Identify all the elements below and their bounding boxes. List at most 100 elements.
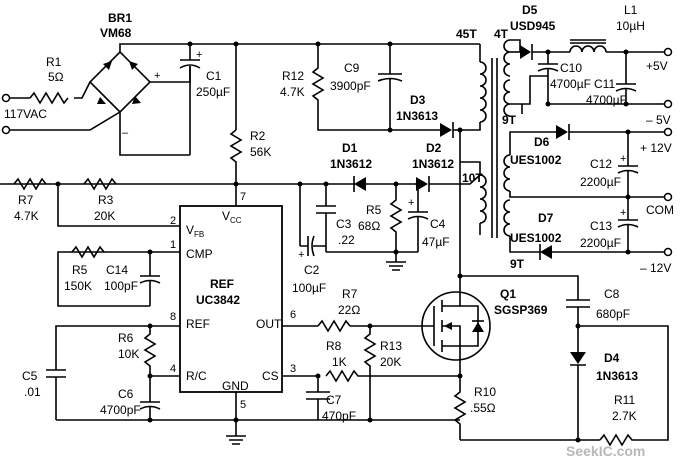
c11-value: 4700µF [586, 93, 627, 107]
ic-rc-label: R/C [186, 369, 207, 383]
r10-value: .55Ω [470, 401, 496, 415]
r3-resistor [83, 177, 117, 191]
ic1-ref: REF [210, 277, 234, 291]
c4-ref: C4 [430, 217, 446, 231]
q1-part: SGSP369 [494, 303, 548, 317]
c5-value: .01 [24, 385, 41, 399]
r1-ref: R1 [46, 55, 62, 69]
q1-mosfet [421, 276, 491, 376]
c12-value: 2200µF [580, 175, 621, 189]
c6-capacitor [139, 376, 161, 420]
minus12v-terminal [663, 247, 673, 257]
plus12v-terminal [663, 127, 673, 137]
minus5v-label: – 5V [646, 113, 671, 127]
c14-capacitor [139, 252, 161, 306]
com-terminal [663, 192, 673, 202]
ic-pin2: 2 [170, 215, 176, 227]
r5b-value: 68Ω [358, 219, 380, 233]
minus5v-terminal [663, 99, 673, 109]
ic-pin1: 1 [170, 239, 176, 251]
ic-vfb-label: VFB [186, 223, 204, 239]
c12-ref: C12 [590, 157, 612, 171]
r13-resistor [363, 326, 377, 420]
transformer [459, 39, 511, 262]
c12-capacitor [617, 132, 639, 197]
minus12v-label: – 12V [640, 261, 671, 275]
l1-value: 10µH [616, 19, 645, 33]
c8-ref: C8 [604, 287, 620, 301]
svg-text:–: – [122, 127, 129, 139]
r2-resistor [229, 129, 243, 184]
winding-45t: 45T [456, 27, 477, 41]
svg-text:+: + [196, 49, 202, 61]
plus5v-label: +5V [646, 59, 668, 73]
c10-value: 4700µF [550, 77, 591, 91]
svg-text:+: + [154, 70, 160, 82]
d3-part: 1N3613 [396, 109, 438, 123]
r2-ref: R2 [250, 129, 266, 143]
svg-text:+: + [620, 153, 626, 165]
c10-capacitor [537, 52, 559, 104]
r8-value: 1K [332, 355, 347, 369]
r12-resistor [311, 44, 392, 131]
d1-part: 1N3612 [330, 157, 372, 171]
c7-ref: C7 [326, 393, 342, 407]
ic-out-label: OUT [256, 317, 282, 331]
r1-value: 5Ω [48, 70, 64, 84]
ic-pin4: 4 [170, 363, 176, 375]
c13-capacitor [617, 197, 639, 252]
c7-value: 470pF [322, 409, 356, 423]
d2-ref: D2 [426, 141, 442, 155]
c7-capacitor [306, 376, 330, 420]
r10-resistor [453, 376, 467, 440]
c2-capacitor [299, 184, 326, 257]
c14-ref: C14 [106, 263, 128, 277]
c2-ref: C2 [304, 263, 320, 277]
winding-4t: 4T [494, 27, 509, 41]
ic-pin7: 7 [240, 191, 246, 203]
l1-inductor [569, 45, 607, 53]
d1-diode [354, 177, 366, 191]
r11-value: 2.7K [612, 409, 637, 423]
ic-gnd-label: GND [222, 379, 249, 393]
r5-resistor-68 [389, 184, 403, 252]
d6-part: UES1002 [510, 153, 562, 167]
c3-ref: C3 [336, 217, 352, 231]
d6-ref: D6 [534, 135, 550, 149]
r11-ref: R11 [614, 393, 635, 407]
br1-ref: BR1 [108, 11, 132, 25]
d7-diode [540, 245, 552, 259]
bridge-rectifier-br1: + – [88, 50, 160, 139]
d7-ref: D7 [538, 211, 554, 225]
l1-ref: L1 [624, 3, 638, 17]
plus5v-terminal [663, 47, 673, 57]
c4-value: 47µF [422, 235, 450, 249]
com-label: COM [646, 203, 674, 217]
c3-value: .22 [338, 233, 355, 247]
c6-value: 4700pF [100, 403, 141, 417]
ic-pin6: 6 [290, 309, 296, 321]
c1-capacitor: + [179, 44, 202, 155]
ic-cmp-label: CMP [186, 247, 213, 261]
d4-ref: D4 [604, 351, 620, 365]
c1-value: 250µF [196, 85, 230, 99]
d2-diode [416, 177, 428, 191]
r3-ref: R3 [98, 193, 114, 207]
r7-resistor [13, 177, 47, 191]
br1-part: VM68 [100, 26, 132, 40]
r12-value: 4.7K [280, 85, 305, 99]
d1-ref: D1 [342, 141, 358, 155]
r12-ref: R12 [282, 69, 304, 83]
r7-value: 4.7K [14, 209, 39, 223]
c13-ref: C13 [590, 219, 612, 233]
r13-ref: R13 [380, 339, 402, 353]
r7-gate-resistor [317, 319, 351, 333]
r5b-ref: R5 [366, 203, 382, 217]
d6-diode [556, 125, 568, 139]
r13-value: 20K [380, 355, 401, 369]
winding-9t-a: 9T [502, 113, 517, 127]
plus12v-label: + 12V [640, 141, 672, 155]
r6-ref: R6 [118, 331, 134, 345]
d3-ref: D3 [410, 93, 426, 107]
